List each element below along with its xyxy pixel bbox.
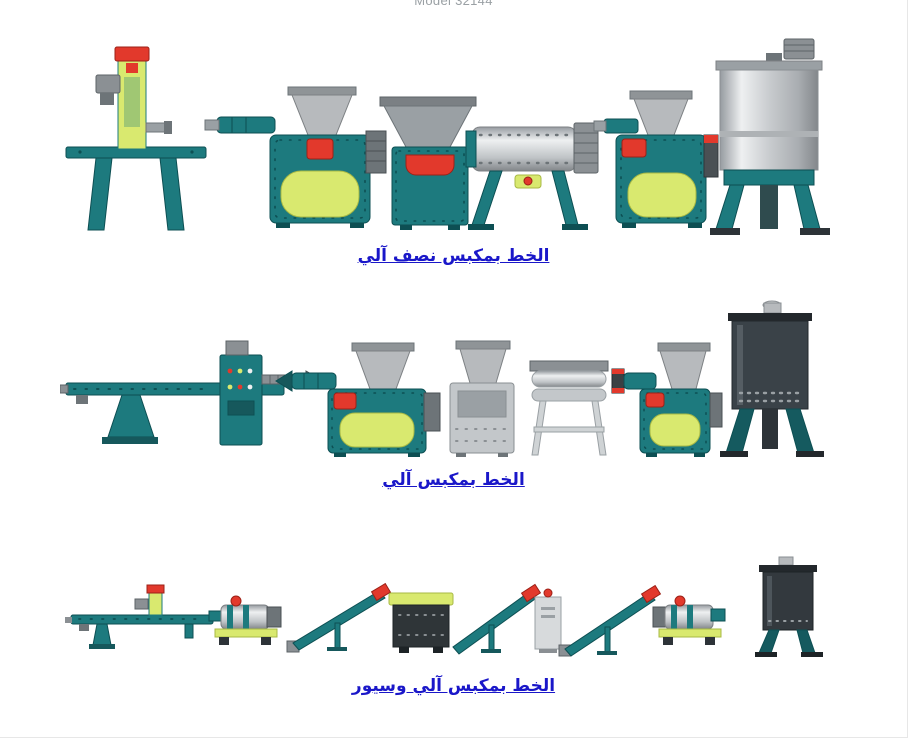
machine-vertical-mixer-tank <box>710 38 830 235</box>
machine-shredder <box>388 592 454 653</box>
machine-crusher <box>379 96 477 230</box>
machine-feeding-arm <box>60 340 321 446</box>
machine-feed-beam <box>65 584 214 649</box>
machine-horizontal-mixer <box>465 122 599 230</box>
machine-control-panel <box>534 588 562 653</box>
caption-row-2: الخط بمكبس آلي <box>0 470 907 490</box>
automatic-line-illustration <box>60 300 824 457</box>
machine-vertical-press <box>65 46 207 231</box>
machine-mini-tank <box>755 556 823 657</box>
caption-row-1: الخط بمكبس نصف آلي <box>0 246 907 266</box>
caption-semi-automatic-line[interactable]: الخط بمكبس نصف آلي <box>357 246 550 266</box>
machine-grinder <box>449 340 515 457</box>
machine-roller-stand <box>529 360 609 456</box>
machine-inclined-conveyor-3 <box>558 584 662 657</box>
machine-inclined-conveyor-2 <box>452 583 542 655</box>
machine-extruder-b <box>593 90 719 228</box>
machine-inclined-conveyor-1 <box>286 582 392 653</box>
caption-row-3: الخط بمكبس آلي وسيور <box>0 676 907 696</box>
caption-conveyor-line[interactable]: الخط بمكبس آلي وسيور <box>351 676 556 696</box>
semi-automatic-line-illustration <box>65 38 830 235</box>
machine-storage-tank <box>720 300 824 457</box>
machine-mini-extruder-b <box>652 595 726 645</box>
caption-automatic-line[interactable]: الخط بمكبس آلي <box>382 470 525 490</box>
machine-mini-extruder-a <box>208 595 282 645</box>
page-header-text: Model 32144 <box>414 0 493 8</box>
conveyor-line-illustration <box>65 556 823 657</box>
machine-extruder-d <box>611 342 723 457</box>
machine-extruder-c <box>275 342 441 457</box>
machine-extruder-a <box>204 86 387 228</box>
